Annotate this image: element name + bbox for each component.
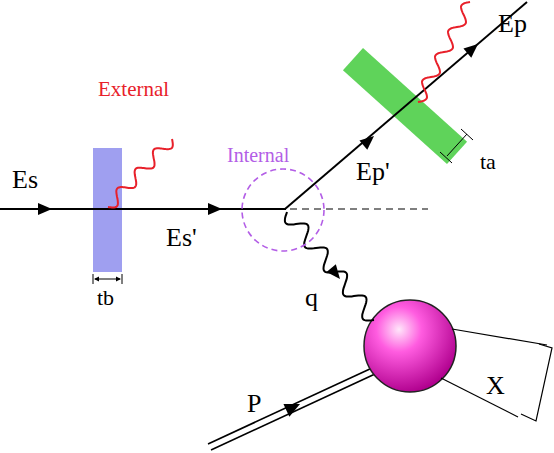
arrow-head bbox=[463, 39, 481, 57]
arrow-head bbox=[283, 398, 303, 417]
thickness-label: ta bbox=[480, 150, 496, 174]
dimension-arrow bbox=[116, 277, 121, 282]
dimension-arrow bbox=[94, 277, 99, 282]
radiated-photon bbox=[108, 139, 173, 208]
final-state-line bbox=[452, 329, 547, 345]
dimension-tick bbox=[122, 274, 123, 284]
final-state-line bbox=[441, 378, 518, 417]
arrow-head bbox=[38, 203, 52, 215]
momentum-label: q bbox=[305, 284, 318, 313]
energy-label: Es bbox=[12, 166, 38, 195]
energy-label: Ep' bbox=[356, 158, 390, 187]
proton-line bbox=[208, 368, 372, 444]
arrow-head bbox=[327, 264, 345, 282]
dimension-tick bbox=[440, 152, 452, 163]
dimension-line bbox=[447, 134, 467, 156]
bracket bbox=[521, 344, 552, 421]
dashed-circle-outline bbox=[242, 169, 324, 251]
dimension-tick bbox=[93, 274, 94, 284]
virtual-photon bbox=[285, 212, 374, 321]
arrow-head bbox=[208, 203, 222, 215]
arrow-head bbox=[359, 131, 377, 149]
electron-line bbox=[285, 2, 527, 209]
thickness-label: tb bbox=[97, 286, 114, 310]
interaction-region: Internal bbox=[241, 168, 325, 252]
energy-label: Ep bbox=[498, 10, 527, 39]
proton-label: P bbox=[247, 390, 261, 419]
radiated-photon bbox=[418, 2, 470, 102]
dashed-circle bbox=[241, 168, 325, 252]
final-state-label: X bbox=[486, 372, 505, 401]
reference-line bbox=[290, 208, 428, 209]
region-heading: Internal bbox=[227, 144, 289, 166]
proton-line bbox=[211, 374, 375, 450]
energy-label: Es' bbox=[166, 224, 197, 253]
process-label: External bbox=[98, 78, 169, 101]
